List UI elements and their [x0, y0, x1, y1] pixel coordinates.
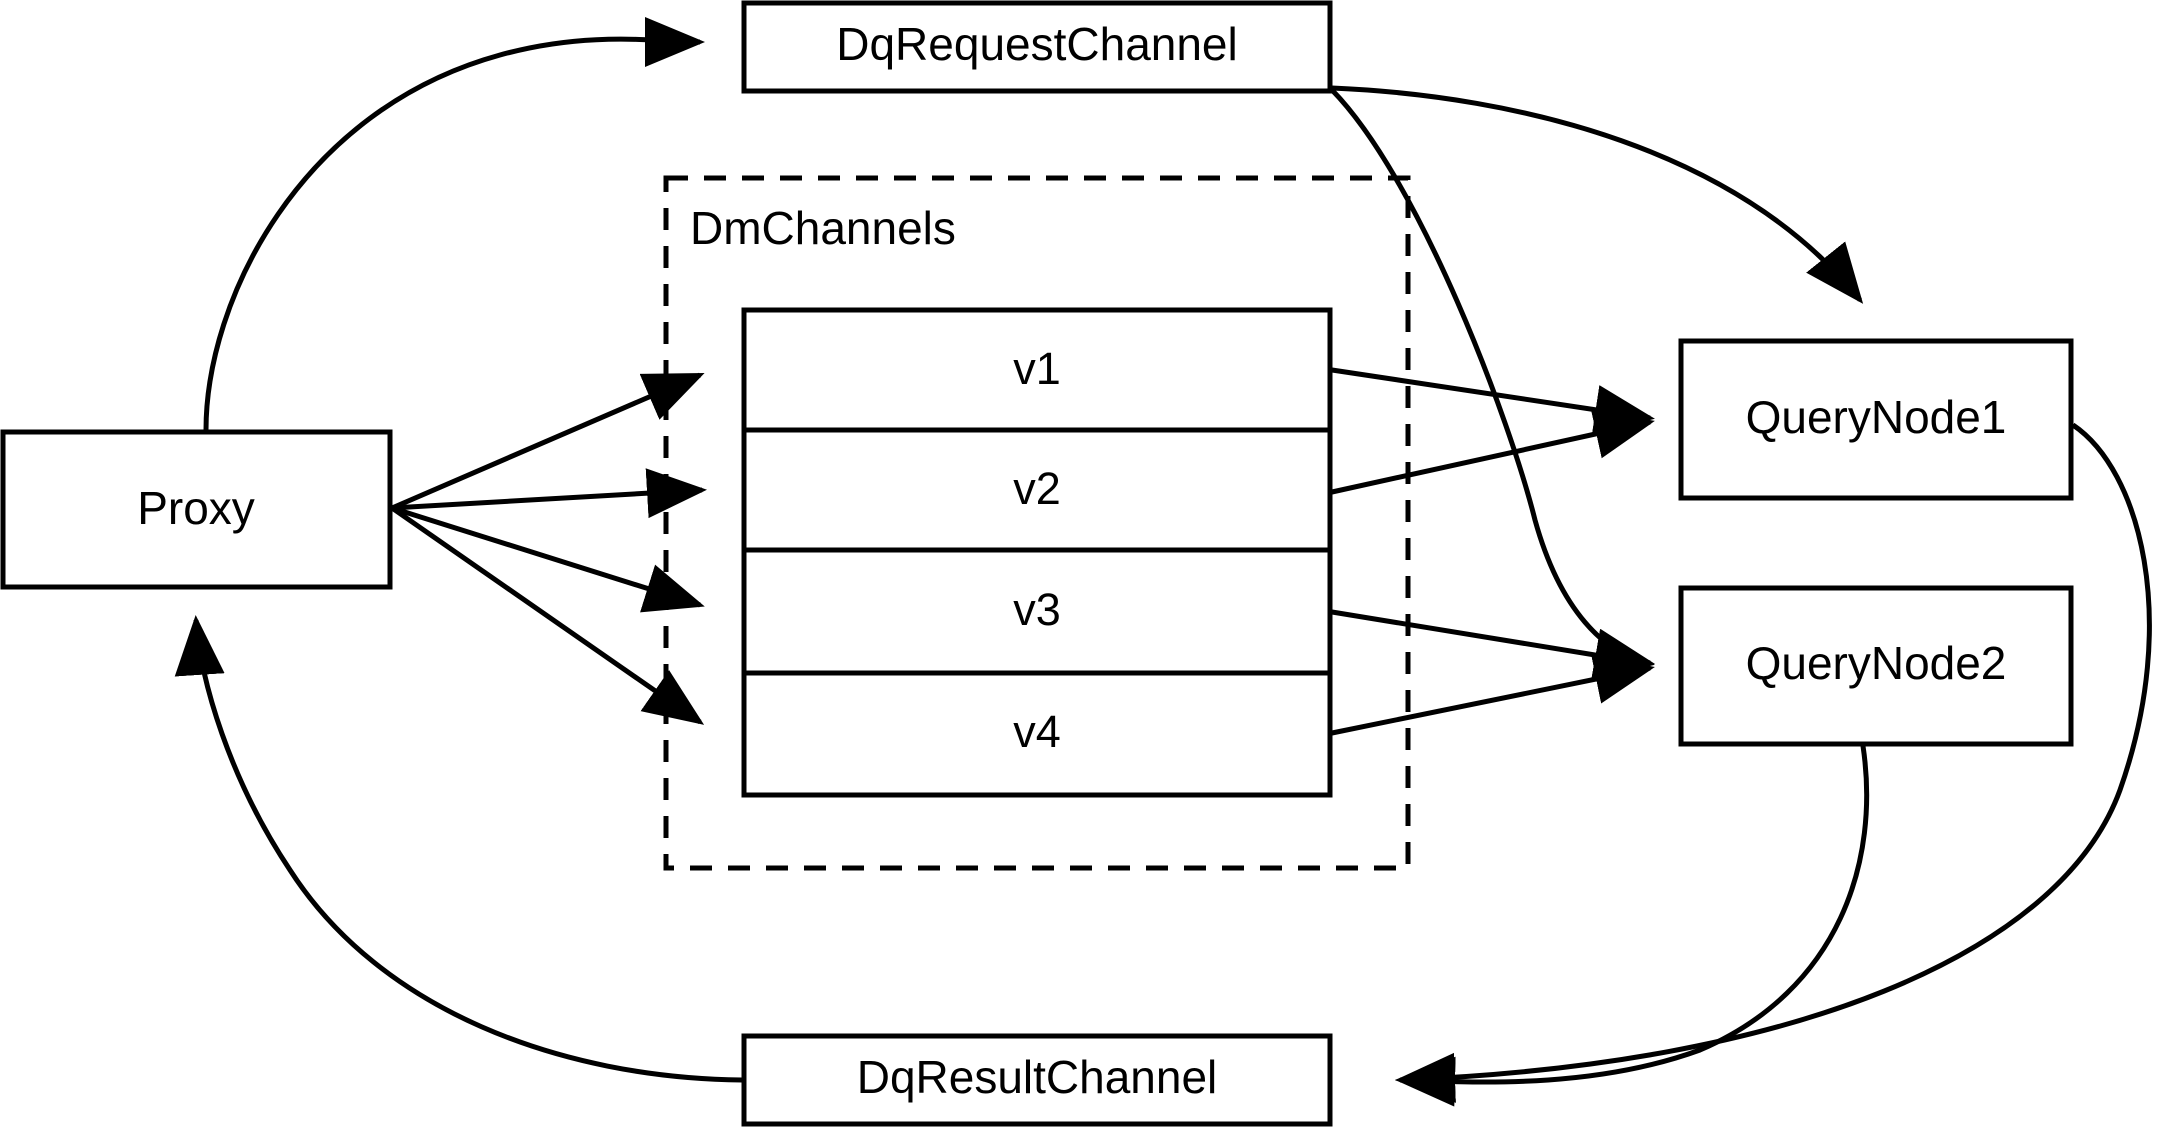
node-proxy-label: Proxy — [137, 482, 255, 534]
edge-v2-to-query-node-1 — [1331, 409, 1655, 495]
node-query-node-1-box[interactable] — [1678, 338, 2074, 501]
channel-row-v2[interactable]: v2 — [1013, 463, 1061, 514]
edge-proxy-to-v3 — [391, 505, 705, 613]
edge-proxy-to-v4 — [390, 505, 705, 725]
node-proxy-box[interactable] — [0, 429, 393, 590]
edge-proxy-to-v2 — [391, 468, 707, 519]
node-query-node-2-box[interactable] — [1678, 585, 2074, 747]
dm-channels-group — [663, 175, 1411, 871]
edge-v4-to-query-node-2 — [1331, 654, 1655, 736]
node-query-node-2-label: QueryNode2 — [1746, 637, 2007, 689]
channel-row-v3[interactable]: v3 — [1013, 584, 1061, 635]
edge-dq-request-channel-to-query-node-1 — [1331, 85, 1864, 304]
node-dq-request-channel-label: DqRequestChannel — [836, 18, 1238, 70]
node-dq-result-channel-box[interactable] — [741, 1033, 1333, 1127]
edge-proxy-to-dq-request-channel — [203, 16, 705, 431]
node-query-node-1-label: QueryNode1 — [1746, 391, 2007, 443]
node-dq-request-channel-box[interactable] — [741, 0, 1333, 94]
edge-query-node-2-to-dq-result-channel — [1395, 745, 1870, 1107]
channel-row-v1[interactable]: v1 — [1013, 343, 1061, 394]
edge-v1-to-query-node-1 — [1331, 367, 1655, 435]
edge-query-node-1-to-dq-result-channel — [1395, 422, 2152, 1103]
dm-channels-label: DmChannels — [690, 202, 956, 254]
edge-proxy-to-v1 — [391, 372, 705, 511]
channel-row-v4[interactable]: v4 — [1013, 706, 1061, 757]
node-dq-result-channel-label: DqResultChannel — [857, 1051, 1218, 1103]
edge-dq-result-channel-to-proxy — [174, 615, 743, 1083]
